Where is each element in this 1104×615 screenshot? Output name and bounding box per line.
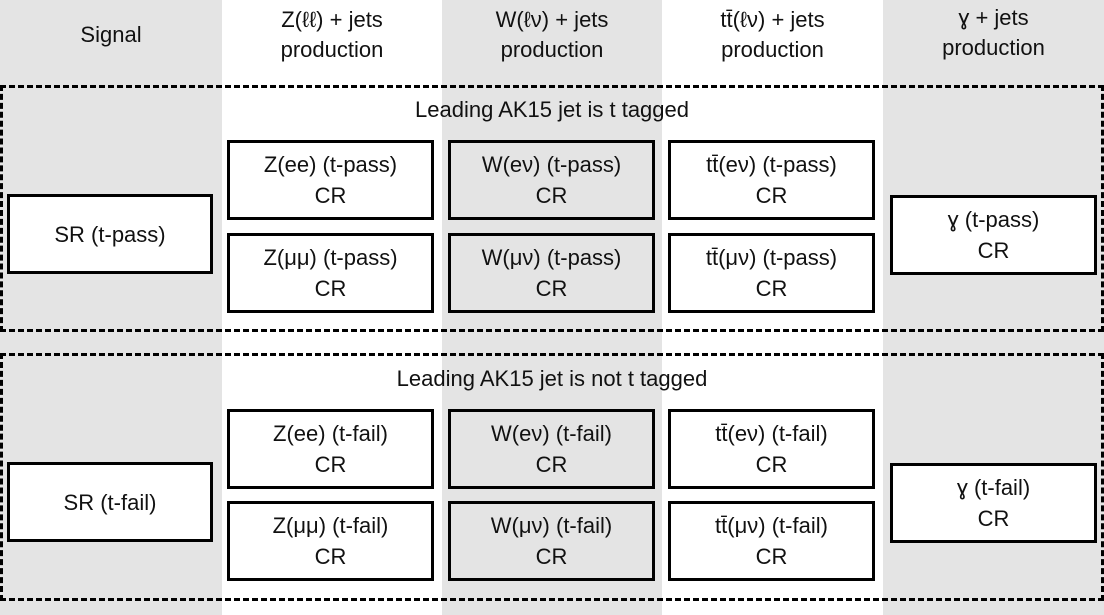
z-mumu-t-fail-box: Z(μμ) (t-fail) CR — [227, 501, 434, 581]
ttbar-munu-t-pass-label: tt̄(μν) (t-pass) — [705, 245, 838, 270]
z-ee-t-fail-cr: CR — [314, 452, 347, 477]
w-enu-t-pass-box: W(eν) (t-pass) CR — [448, 140, 655, 220]
sr-t-pass-label: SR (t-pass) — [54, 221, 166, 247]
header-z-line1: Z(ℓℓ) + jets — [281, 7, 383, 32]
header-w-line1: W(ℓν) + jets — [495, 7, 609, 32]
w-enu-t-fail-label: W(eν) (t-fail) — [491, 421, 612, 446]
w-enu-t-fail-cr: CR — [535, 452, 568, 477]
z-mumu-t-pass-label: Z(μμ) (t-pass) — [263, 245, 398, 270]
t-fail-region — [0, 353, 1104, 601]
z-ee-t-pass-label: Z(ee) (t-pass) — [263, 152, 398, 177]
w-munu-t-fail-cr: CR — [535, 544, 568, 569]
t-pass-region — [0, 85, 1104, 332]
z-mumu-t-pass-box: Z(μμ) (t-pass) CR — [227, 233, 434, 313]
header-signal-label: Signal — [80, 22, 142, 47]
sr-t-pass-box: SR (t-pass) — [7, 194, 213, 274]
gamma-t-pass-box: ɣ (t-pass) CR — [890, 195, 1097, 275]
w-enu-t-fail-box: W(eν) (t-fail) CR — [448, 409, 655, 489]
w-munu-t-pass-label: W(μν) (t-pass) — [481, 245, 622, 270]
ttbar-enu-t-pass-label: tt̄(eν) (t-pass) — [706, 152, 837, 177]
ttbar-munu-t-fail-label: tt̄(μν) (t-fail) — [715, 513, 828, 538]
header-signal: Signal — [0, 0, 222, 70]
ttbar-munu-t-pass-box: tt̄(μν) (t-pass) CR — [668, 233, 875, 313]
gamma-t-pass-label: ɣ (t-pass) — [947, 207, 1040, 232]
gamma-t-fail-label: ɣ (t-fail) — [956, 475, 1031, 500]
ttbar-enu-t-pass-cr: CR — [755, 183, 788, 208]
header-ttbar-line2: production — [721, 37, 824, 62]
ttbar-enu-t-fail-cr: CR — [755, 452, 788, 477]
sr-t-fail-label: SR (t-fail) — [63, 489, 157, 515]
gamma-t-fail-box: ɣ (t-fail) CR — [890, 463, 1097, 543]
ttbar-munu-t-fail-box: tt̄(μν) (t-fail) CR — [668, 501, 875, 581]
header-z-line2: production — [280, 37, 384, 62]
header-ttbar-line1: tt̄(ℓν) + jets — [720, 7, 825, 32]
z-mumu-t-fail-label: Z(μμ) (t-fail) — [272, 513, 389, 538]
header-ttbar-jets: tt̄(ℓν) + jets production — [662, 0, 883, 70]
ttbar-enu-t-pass-box: tt̄(eν) (t-pass) CR — [668, 140, 875, 220]
header-w-jets: W(ℓν) + jets production — [442, 0, 662, 70]
w-munu-t-pass-cr: CR — [535, 276, 568, 301]
ttbar-enu-t-fail-label: tt̄(eν) (t-fail) — [715, 421, 828, 446]
z-mumu-t-fail-cr: CR — [314, 544, 347, 569]
ttbar-munu-t-fail-cr: CR — [755, 544, 788, 569]
w-munu-t-fail-label: W(μν) (t-fail) — [490, 513, 613, 538]
z-ee-t-pass-cr: CR — [314, 183, 347, 208]
gamma-t-fail-cr: CR — [977, 506, 1010, 531]
t-fail-region-title: Leading AK15 jet is not t tagged — [396, 366, 708, 391]
z-ee-t-fail-box: Z(ee) (t-fail) CR — [227, 409, 434, 489]
header-gamma-jets: ɣ + jets production — [883, 0, 1104, 66]
w-munu-t-pass-box: W(μν) (t-pass) CR — [448, 233, 655, 313]
w-enu-t-pass-cr: CR — [535, 183, 568, 208]
z-ee-t-pass-box: Z(ee) (t-pass) CR — [227, 140, 434, 220]
ttbar-munu-t-pass-cr: CR — [755, 276, 788, 301]
w-munu-t-fail-box: W(μν) (t-fail) CR — [448, 501, 655, 581]
header-w-line2: production — [500, 37, 604, 62]
ttbar-enu-t-fail-box: tt̄(eν) (t-fail) CR — [668, 409, 875, 489]
header-z-jets: Z(ℓℓ) + jets production — [222, 0, 442, 70]
z-mumu-t-pass-cr: CR — [314, 276, 347, 301]
header-gamma-line1: ɣ + jets — [958, 5, 1029, 30]
gamma-t-pass-cr: CR — [977, 238, 1010, 263]
header-gamma-line2: production — [942, 35, 1045, 60]
w-enu-t-pass-label: W(eν) (t-pass) — [481, 152, 622, 177]
sr-t-fail-box: SR (t-fail) — [7, 462, 213, 542]
t-pass-region-title: Leading AK15 jet is t tagged — [415, 97, 689, 122]
z-ee-t-fail-label: Z(ee) (t-fail) — [273, 421, 388, 446]
